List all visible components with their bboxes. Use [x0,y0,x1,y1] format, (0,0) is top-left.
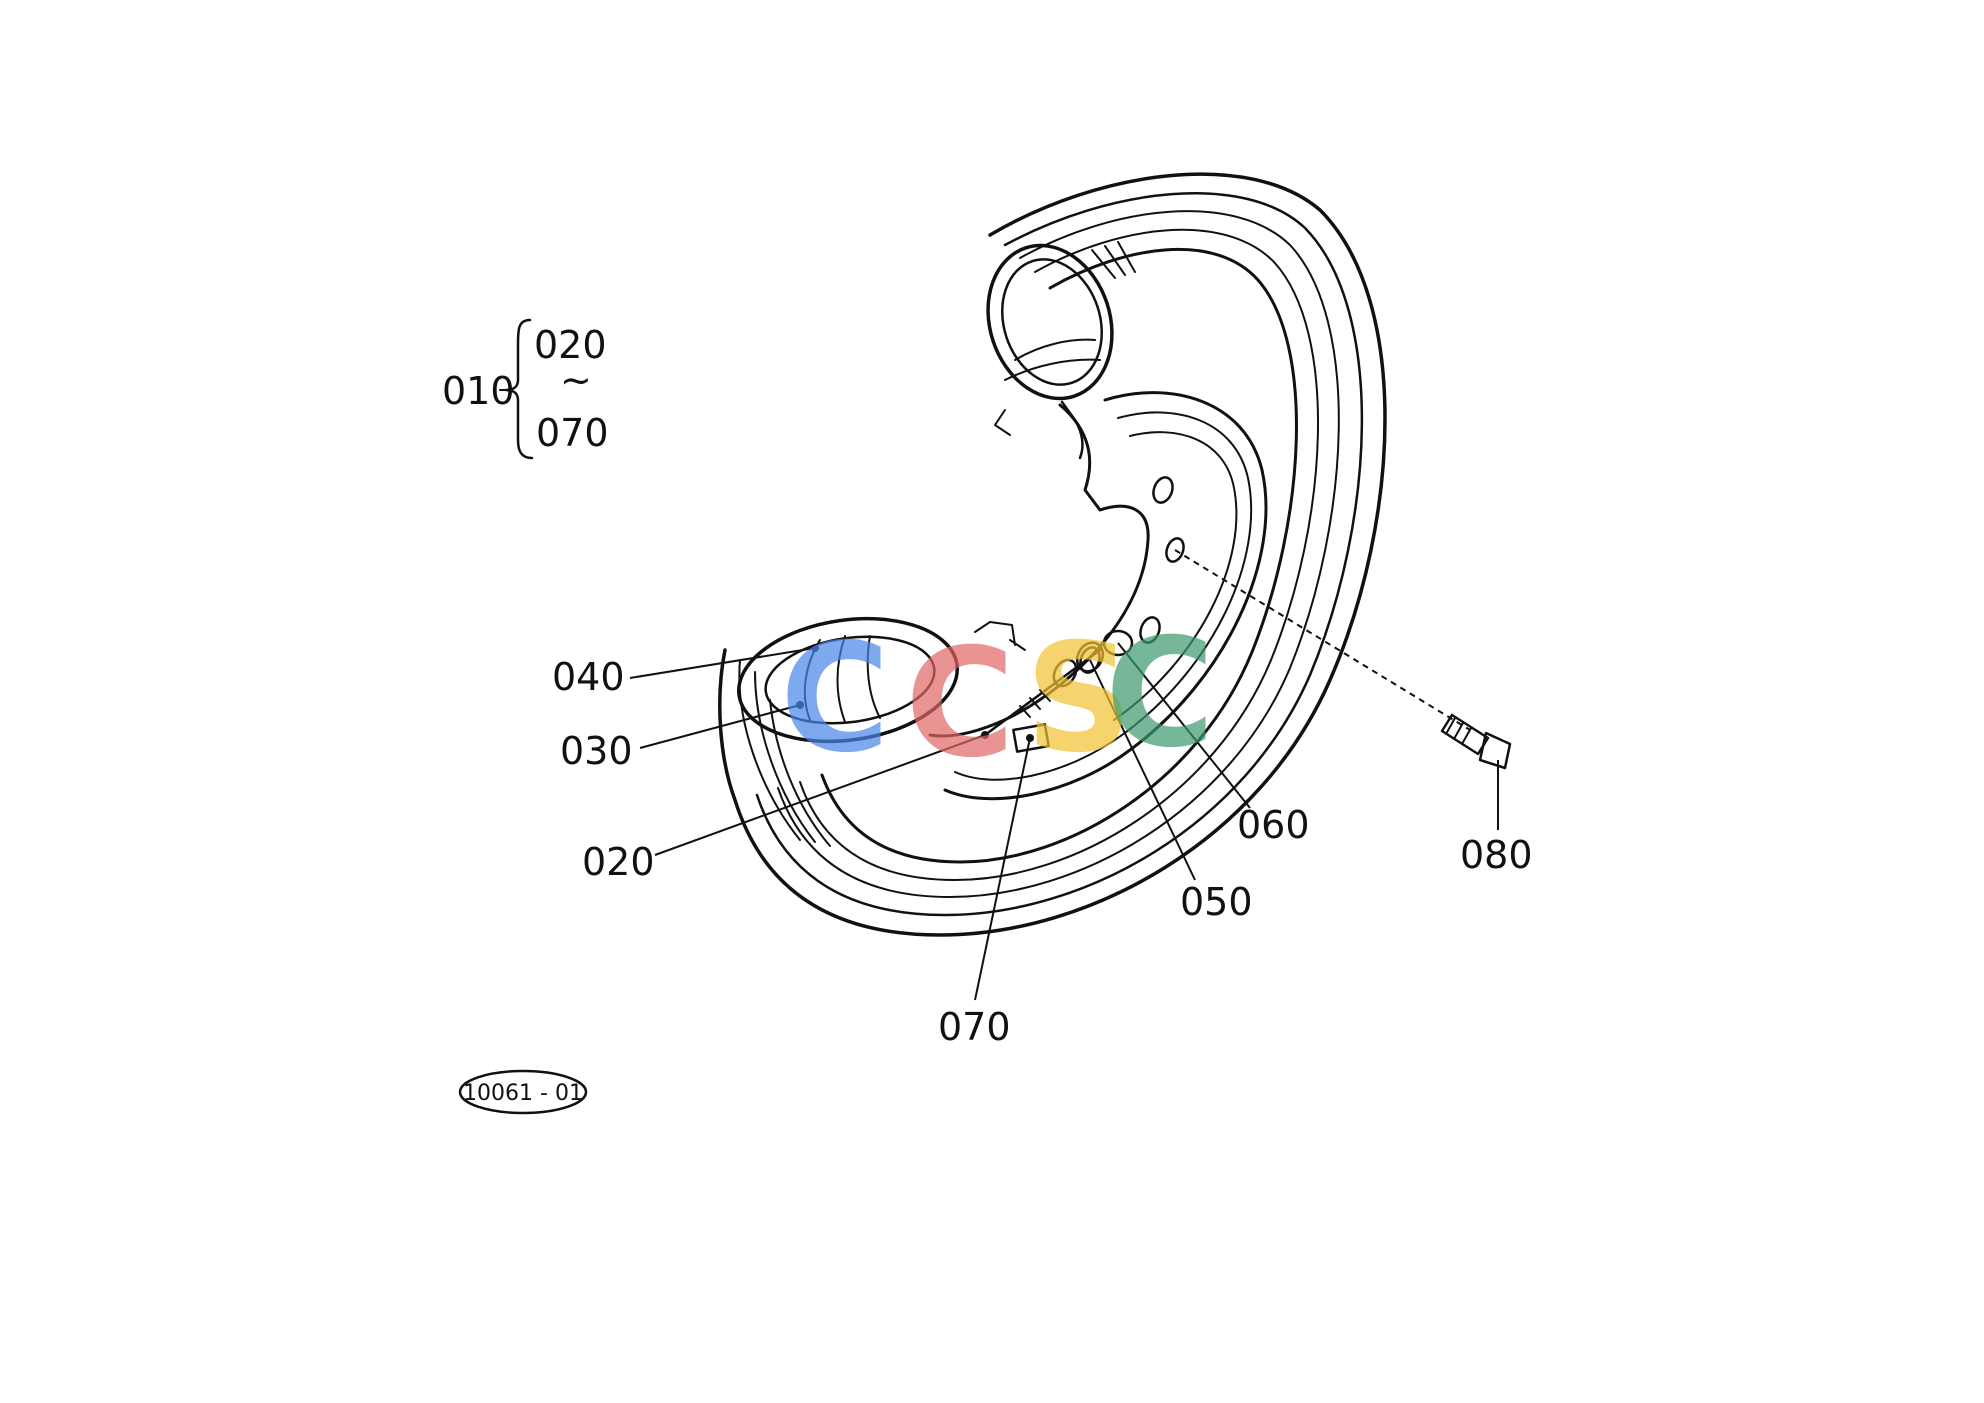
part-callouts: 040 030 020 070 050 060 080 [552,655,1533,1049]
assembly-parent-label: 010 [442,369,515,413]
callout-050: 050 [1180,880,1253,924]
assembly-bracket: 010 020 ~ 070 [442,318,609,460]
assembly-last-child-label: 070 [536,411,609,455]
leader-lines [629,642,1499,1001]
reference-code-badge: 10061 - 01 [458,1069,588,1115]
watermark-letter-3: S [1025,612,1133,786]
watermark-letter-2: C [905,617,1015,791]
callout-030: 030 [560,729,633,773]
assembly-first-child-label: 020 [534,323,607,367]
callout-080: 080 [1460,833,1533,877]
callout-060: 060 [1237,803,1310,847]
callout-070: 070 [938,1005,1011,1049]
watermark-letter-1: C [780,612,890,786]
callout-020: 020 [582,840,655,884]
callout-040: 040 [552,655,625,699]
ccsc-watermark: C C S C [780,607,1215,791]
watermark-letter-4: C [1105,607,1215,781]
bolt-080-glyph [1440,713,1512,770]
dust-guard-drawing [718,172,1512,937]
assembly-range-mark: ~ [560,358,592,402]
reference-code: 10061 - 01 [463,1081,583,1106]
